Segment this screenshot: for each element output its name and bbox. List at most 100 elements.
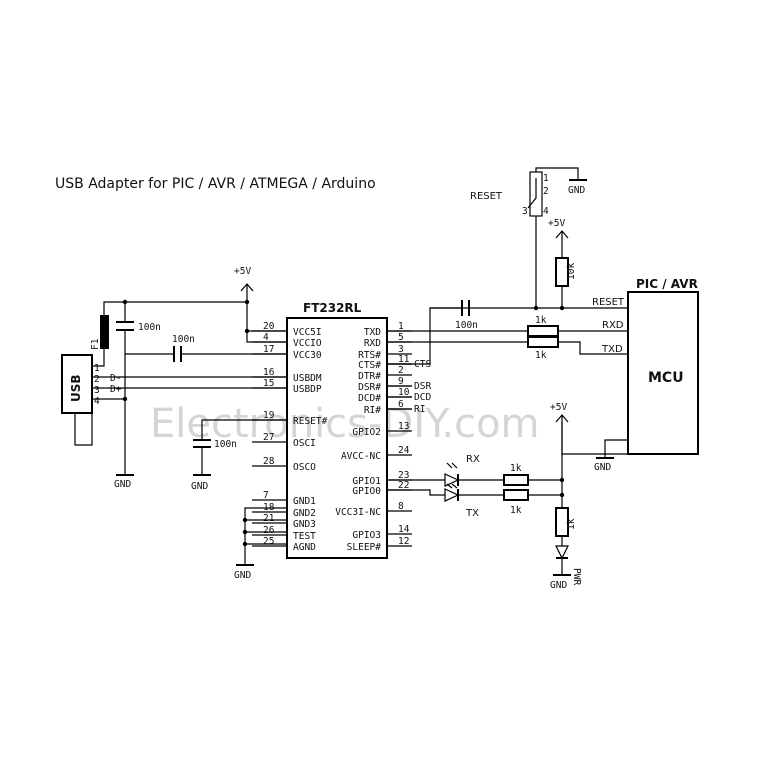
r-tx-value: 1k [510, 505, 522, 516]
c1-value: 100n [138, 322, 161, 333]
sig-cts: CTS [414, 359, 431, 370]
usb-shell [74, 413, 93, 446]
ic-right-pin-number: 10 [398, 387, 410, 398]
reset-switch-label: RESET [470, 191, 503, 202]
ic-left-pin-number: 17 [263, 344, 274, 355]
pwr-led [555, 545, 569, 560]
mcu-gnd-wire [604, 439, 628, 458]
ic-right-pin-number: 13 [398, 421, 409, 432]
ic-right-pin-number: 14 [398, 524, 410, 535]
gnd-label-sw: GND [568, 185, 585, 196]
junction-tx-led [559, 492, 565, 498]
vcc-label-2: +5V [548, 218, 565, 229]
ic-right-pin-number: 23 [398, 470, 409, 481]
ic-right-pin-name: SLEEP# [347, 542, 382, 553]
r-rxd-value: 1k [535, 315, 547, 326]
ic-left-pin-number: 26 [263, 525, 275, 536]
usb-label: USB [69, 374, 83, 402]
usb-dminus-label: D- [110, 373, 121, 384]
ic-left-pin-number: 25 [263, 536, 274, 547]
ic-left-pin-name: RESET# [293, 416, 328, 427]
tx-led [444, 488, 460, 502]
vcc-label-1: +5V [234, 266, 251, 277]
diagram-title: USB Adapter for PIC / AVR / ATMEGA / Ard… [55, 176, 376, 192]
ic-name: FT232RL [303, 301, 362, 315]
gnd-label-ic: GND [234, 570, 251, 581]
ic-right-pin-number: 6 [398, 399, 404, 410]
ic-right-pin-number: 24 [398, 445, 410, 456]
ic-right-pin-number: 5 [398, 332, 404, 343]
usb-pin-1: 1 [94, 363, 100, 374]
r-rxd [527, 325, 559, 337]
c4-value: 100n [455, 320, 478, 331]
ic-left-pin-name: OSCI [293, 438, 316, 449]
usb-pin-2: 2 [94, 374, 100, 385]
ic-left-pin-name: VCC30 [293, 350, 322, 361]
gnd-junction-1 [242, 517, 248, 523]
ic-left-pin-name: GND1 [293, 496, 316, 507]
junction-vcc [244, 299, 250, 305]
junction-reset-sw [533, 305, 539, 311]
c2-value: 100n [172, 334, 195, 345]
ic-right-pin-number: 11 [398, 354, 410, 365]
ic-right-pin-name: DSR# [358, 382, 381, 393]
mcu-txd-label: TXD [601, 344, 623, 355]
ic-left-pin-name: TEST [293, 531, 316, 542]
sw-pin-3: 3 [522, 206, 528, 217]
pwr-led-label: PWR [571, 568, 582, 585]
ic-left-pin-number: 4 [263, 332, 269, 343]
ic-right-pin-name: RTS# [358, 350, 381, 361]
sw-pin-2: 2 [543, 186, 549, 197]
ic-left-pin-number: 16 [263, 367, 275, 378]
tx-led-wire-left [387, 489, 445, 496]
mcu-box [627, 291, 699, 455]
ic-left-pin-number: 27 [263, 432, 274, 443]
ic-right-pin-name: DCD# [358, 393, 381, 404]
ic-left-pin-name: VCC5I [293, 327, 322, 338]
ic-left-pin-number: 28 [263, 456, 275, 467]
usb-dplus-label: D+ [110, 384, 122, 395]
sw-gnd-wire [535, 167, 579, 180]
rx-led-rays [446, 462, 458, 469]
ic-right-pin-name: GPIO1 [352, 476, 381, 487]
gnd-label-mcu: GND [594, 462, 611, 473]
rx-led-label: RX [466, 454, 480, 465]
ic-left-pin-name: USBDP [293, 384, 322, 395]
r-rx [503, 474, 529, 486]
mcu-vcc-wire [561, 422, 628, 455]
ic-right-pin-number: 3 [398, 344, 404, 355]
fuse-f1 [100, 315, 109, 349]
junction-vcc5i [244, 328, 250, 334]
usb-pin-3: 3 [94, 385, 100, 396]
vcc-label-3: +5V [550, 402, 567, 413]
ic-right-pin-name: DTR# [358, 371, 381, 382]
ic-right-pin-name: VCC3I-NC [335, 507, 381, 518]
sw-pin-1: 1 [543, 173, 549, 184]
ic-left-pin-number: 21 [263, 513, 275, 524]
r-txd-value: 1k [535, 350, 547, 361]
ic-right-pin-number: 22 [398, 480, 409, 491]
tx-led-label: TX [465, 508, 479, 519]
ic-right-pin-name: RXD [364, 338, 381, 349]
mcu-reset-label: RESET [592, 297, 625, 308]
ic-left-pin-name: USBDM [293, 373, 322, 384]
sig-dsr: DSR [414, 381, 431, 392]
ic-left-pin-name: AGND [293, 542, 316, 553]
ic-right-pin-name: RI# [364, 405, 381, 416]
ic-right-pin-name: TXD [364, 327, 381, 338]
ic-right-pin-number: 8 [398, 501, 404, 512]
mcu-rxd-label: RXD [602, 320, 624, 331]
ic-left-pin-name: OSCO [293, 462, 316, 473]
fuse-label: F1 [90, 338, 101, 350]
vcc-rail-wire [246, 302, 287, 343]
ic-right-pin-number: 1 [398, 321, 404, 332]
ic-right-pin-number: 12 [398, 536, 409, 547]
sw-pin-4: 4 [543, 206, 549, 217]
ic-left-pin-name: GND2 [293, 508, 316, 519]
ic-right-pin-name: GPIO3 [352, 530, 381, 541]
vcc-arrow-1 [240, 283, 254, 292]
reset-wire [201, 419, 287, 440]
gnd-junction-3 [242, 541, 248, 547]
mcu-header: PIC / AVR [636, 277, 698, 291]
